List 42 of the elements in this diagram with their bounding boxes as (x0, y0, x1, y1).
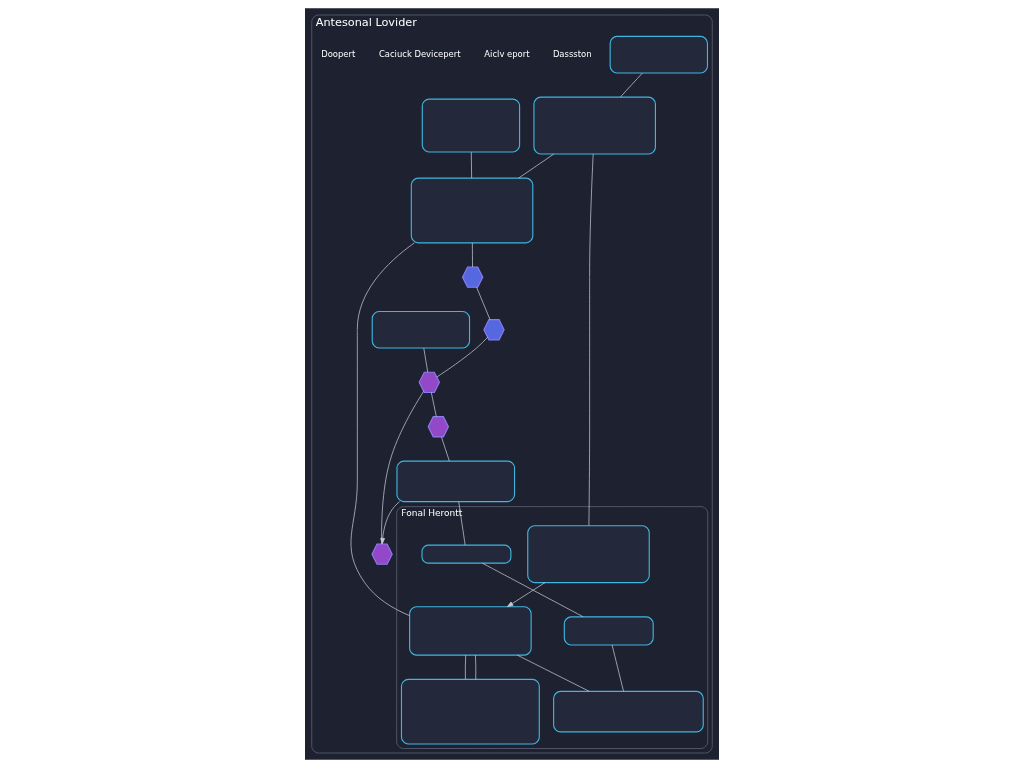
label: Dassston (552, 48, 592, 59)
connector (588, 153, 594, 526)
arrow (507, 582, 546, 608)
connector (458, 501, 466, 546)
label: Aiclv eport (484, 48, 530, 59)
connector (441, 436, 450, 462)
connector (423, 347, 429, 373)
node-box (421, 98, 521, 153)
node-box (533, 96, 656, 155)
connector (518, 153, 555, 179)
node-box (421, 544, 512, 564)
connector (470, 151, 472, 179)
connector (471, 242, 473, 268)
connector (476, 287, 491, 320)
connector (475, 654, 477, 680)
node-hexagon (418, 371, 441, 393)
connector (620, 72, 643, 98)
connector (611, 644, 624, 692)
arrow (380, 501, 400, 545)
connector (517, 654, 590, 692)
connector (464, 654, 467, 680)
node-hexagon (427, 416, 450, 438)
connector (350, 242, 415, 616)
cluster: Fonal Herontt (396, 506, 709, 749)
node-hexagon (461, 266, 484, 288)
node-box (400, 678, 540, 745)
label: Doopert (321, 48, 356, 59)
connector (482, 562, 584, 618)
connector (436, 336, 488, 378)
node-hexagon (371, 543, 393, 565)
connector (430, 392, 437, 417)
connector (381, 390, 425, 545)
node-box (371, 310, 471, 349)
node-box (410, 177, 534, 244)
label: Caciuck Devicepert (378, 48, 461, 59)
node-box (396, 460, 516, 503)
node-hexagon (483, 319, 505, 341)
node-box (563, 616, 654, 646)
node-box (609, 35, 709, 74)
node-box (409, 606, 532, 656)
node-box (527, 525, 650, 584)
node-box (553, 690, 704, 733)
